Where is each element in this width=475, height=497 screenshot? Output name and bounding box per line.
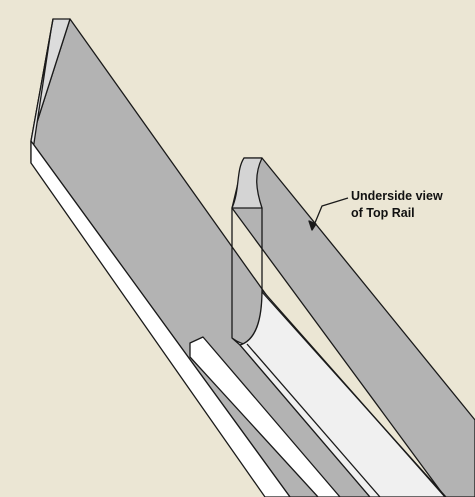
- top-rail-cove-profile: [239, 207, 446, 497]
- middle-strip-side: [189, 336, 341, 497]
- callout-line-1: Underside view: [351, 189, 443, 203]
- callout-line-2: of Top Rail: [351, 206, 415, 220]
- top-rail-groove-1: [261, 291, 447, 497]
- callout-arrowhead: [308, 220, 317, 231]
- callout-leader-line: [311, 197, 349, 231]
- top-rail-cove-edge: [231, 157, 263, 209]
- long-board-side-face: [30, 140, 291, 497]
- top-rail-groove-2: [246, 343, 381, 497]
- callout-label: Underside view of Top Rail: [351, 188, 443, 222]
